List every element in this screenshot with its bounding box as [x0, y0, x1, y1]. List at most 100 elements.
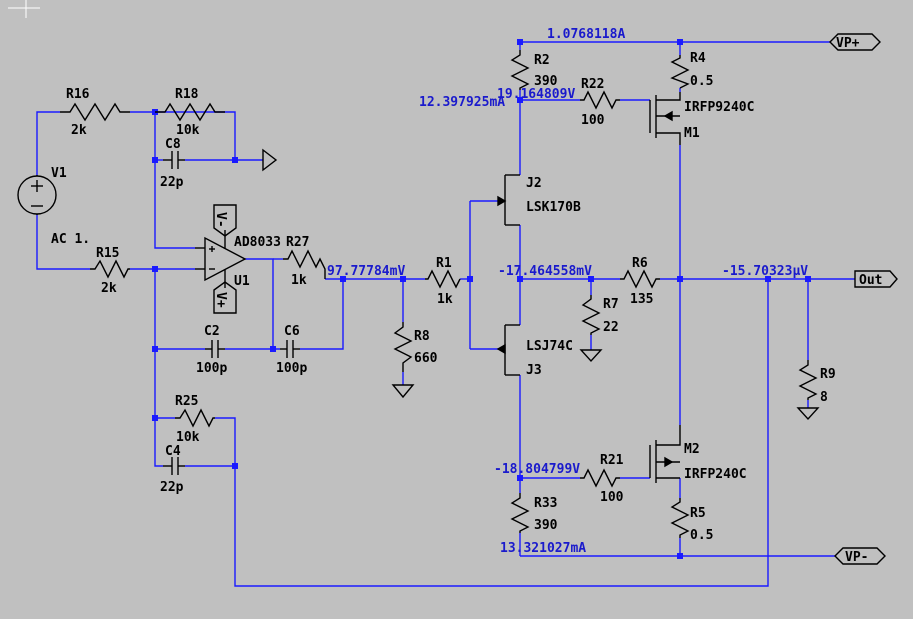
label-R4-name: R4: [690, 51, 706, 66]
label-R15-value: 2k: [101, 281, 117, 296]
label-U1-name: U1: [234, 274, 250, 289]
label-R9-name: R9: [820, 367, 836, 382]
label-R2-value: 390: [534, 74, 558, 89]
capacitor-C4[interactable]: [163, 457, 185, 475]
op-current-r2: 12.397925mA: [419, 95, 505, 110]
capacitor-C6[interactable]: [280, 340, 300, 358]
resistor-R2[interactable]: [510, 50, 530, 90]
jfet-J3[interactable]: [496, 324, 520, 376]
mosfet-M2[interactable]: [649, 425, 681, 483]
label-J2-model: LSK170B: [526, 200, 581, 215]
voltage-source-V1[interactable]: [17, 175, 57, 215]
op-voltage-r27: 97.77784mV: [327, 264, 405, 279]
mosfet-M1[interactable]: [649, 92, 681, 145]
label-V1-name: V1: [51, 166, 67, 181]
resistor-R21[interactable]: [580, 468, 620, 488]
label-C6-name: C6: [284, 324, 300, 339]
resistor-R22[interactable]: [580, 90, 620, 110]
opamp-U1[interactable]: [195, 230, 247, 288]
svg-text:VP+: VP+: [836, 36, 860, 51]
label-R4-value: 0.5: [690, 74, 713, 89]
label-R25-value: 10k: [176, 430, 200, 445]
label-C6-value: 100p: [276, 361, 307, 376]
label-R33-value: 390: [534, 518, 558, 533]
resistor-R27[interactable]: [283, 249, 326, 279]
resistor-R25[interactable]: [175, 408, 215, 428]
label-R6-name: R6: [632, 256, 648, 271]
label-R16-value: 2k: [71, 123, 87, 138]
svg-text:VP-: VP-: [845, 550, 868, 565]
opamp-supply-bottom: V+: [213, 281, 237, 314]
label-R15-name: R15: [96, 246, 119, 261]
component-labels: R16 2k R18 10k C8 22p V1 AC 1. R15 2k AD…: [51, 51, 836, 543]
resistor-R8[interactable]: [393, 322, 413, 372]
label-C2-value: 100p: [196, 361, 227, 376]
resistor-R5[interactable]: [670, 498, 690, 538]
label-R22-value: 100: [581, 113, 605, 128]
label-R18-name: R18: [175, 87, 199, 102]
op-voltage-out: -15.70323µV: [722, 264, 808, 279]
label-R8-name: R8: [414, 329, 430, 344]
capacitor-C2[interactable]: [205, 340, 225, 358]
wires: [36, 41, 855, 587]
resistor-R15[interactable]: [90, 259, 130, 279]
label-R1-name: R1: [436, 256, 452, 271]
net-flag-vp-plus[interactable]: VP+: [829, 33, 881, 51]
ground-symbol: [796, 407, 820, 421]
svg-text:Out: Out: [859, 273, 882, 288]
label-U1-model: AD8033: [234, 235, 281, 250]
resistor-R1[interactable]: [425, 269, 461, 289]
ground-symbol: [391, 384, 415, 399]
label-R9-value: 8: [820, 390, 828, 405]
ground-symbol: [262, 148, 278, 172]
label-R16-name: R16: [66, 87, 90, 102]
label-R27-name: R27: [286, 235, 309, 250]
label-R21-value: 100: [600, 490, 624, 505]
net-flag-out[interactable]: Out: [854, 270, 898, 288]
resistor-R18[interactable]: [155, 102, 225, 122]
resistor-R16[interactable]: [60, 102, 130, 122]
pin-label-top: V-: [213, 212, 228, 228]
label-J3-model: LSJ74C: [526, 339, 573, 354]
label-M1-model: IRFP9240C: [684, 100, 754, 115]
op-point-annotations: 1.0768118A 12.397925mA 19.164809V 97.777…: [327, 27, 808, 556]
jfet-J2[interactable]: [497, 174, 520, 226]
opamp-supply-top: V-: [213, 204, 237, 237]
pin-label-bottom: V+: [213, 292, 228, 308]
label-M2-model: IRFP240C: [684, 467, 747, 482]
op-voltage-r22: 19.164809V: [497, 87, 575, 102]
label-M2-name: M2: [684, 442, 700, 457]
op-current-top: 1.0768118A: [547, 27, 625, 42]
label-R6-value: 135: [630, 292, 653, 307]
label-R1-value: 1k: [437, 292, 453, 307]
resistor-R7[interactable]: [581, 295, 601, 335]
label-C4-value: 22p: [160, 480, 184, 495]
label-C8-name: C8: [165, 137, 181, 152]
resistor-R6[interactable]: [620, 269, 660, 289]
resistor-R9[interactable]: [798, 360, 818, 400]
label-R5-value: 0.5: [690, 528, 713, 543]
op-voltage-r21: -18.804799V: [494, 462, 580, 477]
label-V1-value: AC 1.: [51, 232, 90, 247]
label-R2-name: R2: [534, 53, 550, 68]
label-C4-name: C4: [165, 444, 181, 459]
label-J2-name: J2: [526, 176, 542, 191]
label-C2-name: C2: [204, 324, 220, 339]
label-R8-value: 660: [414, 351, 438, 366]
label-R18-value: 10k: [176, 123, 200, 138]
label-R7-value: 22: [603, 320, 619, 335]
resistor-R4[interactable]: [670, 55, 690, 89]
capacitor-C8[interactable]: [163, 151, 185, 169]
resistor-R33[interactable]: [510, 493, 530, 533]
label-R5-name: R5: [690, 506, 706, 521]
net-flag-vp-minus[interactable]: VP-: [834, 547, 886, 565]
label-C8-value: 22p: [160, 175, 184, 190]
op-current-r33: 13.321027mA: [500, 541, 586, 556]
label-R25-name: R25: [175, 394, 198, 409]
label-R27-value: 1k: [291, 273, 307, 288]
label-R7-name: R7: [603, 297, 619, 312]
crosshair-cursor: [8, 0, 40, 18]
ground-symbol: [579, 349, 603, 363]
label-J3-name: J3: [526, 363, 542, 378]
